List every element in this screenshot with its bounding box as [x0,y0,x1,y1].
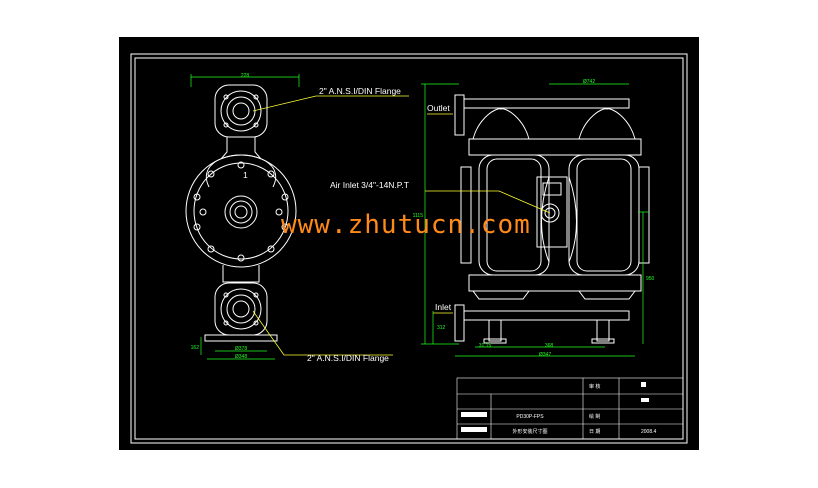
right-chamber [568,154,640,276]
bottom-flange [214,282,268,336]
title-row2-label: 绘 制 [589,413,600,420]
leader-bottom-flange [252,310,393,356]
title-bar-1 [461,412,487,417]
side-bottom-dim-1: 31.15 [479,343,492,349]
leader-top-flange [252,95,409,112]
front-view: 228 1 Ø3 [185,73,409,360]
air-valve-block [536,176,568,248]
side-bottom-dim-2: 368 [545,343,554,349]
title-bar-2 [461,427,487,432]
title-row3-label: 日 期 [589,429,600,435]
drawing-sheet: 228 1 Ø3 [119,37,699,450]
outer-border [130,53,688,444]
left-dome [472,108,530,140]
watermark: www.zhutucn.com [281,210,531,240]
title-date: 2008.4 [641,429,657,435]
inlet-pipe [463,310,630,321]
label-outlet: Outlet [427,103,450,113]
side-right-dim: 950 [646,276,655,282]
inner-border [134,57,684,440]
label-air-inlet: Air Inlet 3/4"-14N.P.T [330,180,409,190]
right-dome [578,108,636,140]
side-left-dim: 1115 [413,213,424,219]
label-bottom-flange: 2" A.N.S.I/DIN Flange [307,353,389,363]
title-drawing-name: 外形安装尺寸图 [512,428,547,435]
side-bottom-dim-3: Ø347 [539,352,551,358]
chamber-mark: 1 [243,170,248,180]
title-row1-label: 审 核 [589,383,600,390]
title-block [456,377,684,440]
top-flange [214,84,268,138]
front-top-dim-text: 228 [241,73,250,79]
cad-drawing: 228 1 Ø3 [130,53,688,444]
side-view: Ø742 [413,79,655,358]
side-top-dim: Ø742 [583,79,595,85]
title-model: PD30P-FPS [516,414,544,420]
front-base [204,334,278,342]
leader-air-inlet [425,190,551,214]
front-left-dim: 162 [191,345,200,351]
label-top-flange: 2" A.N.S.I/DIN Flange [319,86,401,96]
side-small-dim: 312 [437,325,446,331]
front-bottom-dim-1: Ø378 [235,346,247,352]
outlet-pipe [463,98,630,109]
label-inlet: Inlet [435,302,452,312]
pump-body [185,154,297,268]
front-bottom-dim-2: Ø348 [235,354,247,360]
